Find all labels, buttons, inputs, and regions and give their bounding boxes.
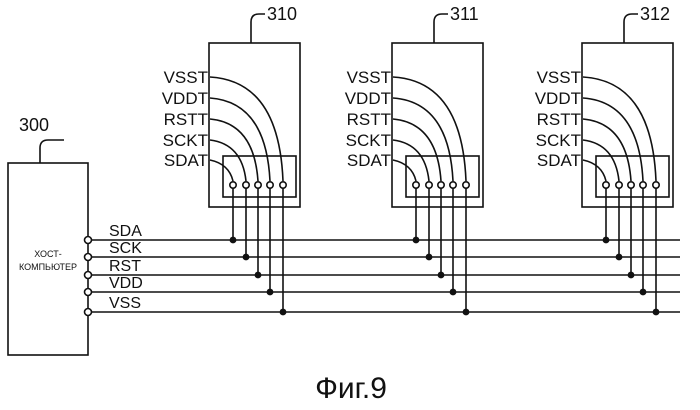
junction-dot [438, 272, 445, 279]
module-311: 311VSST VDDT RSTT SCKTSDAT [345, 4, 483, 315]
pin-label-sckt: SCKT [536, 131, 581, 150]
bus-label: SDA [109, 223, 142, 240]
junction-dot [463, 309, 470, 316]
pin-label-sdat: SDAT [347, 151, 391, 170]
junction-dot [640, 289, 647, 296]
junction-dot [230, 237, 237, 244]
pin-label-rstt: RSTT [347, 110, 391, 129]
bus-label: VDD [109, 275, 143, 292]
host-ref-number: 300 [19, 115, 49, 135]
pin-terminal [243, 182, 249, 188]
bus-terminal [85, 237, 92, 244]
pin-label-vsst: VSST [164, 68, 208, 87]
host-label-line-1: ХОСТ- [34, 249, 61, 259]
connector-block [406, 156, 479, 197]
pin-terminal [463, 182, 469, 188]
pin-label-vsst: VSST [537, 68, 581, 87]
bus-line-rst: RST [85, 258, 681, 279]
bus-line-sck: SCK [85, 240, 681, 261]
junction-dot [603, 237, 610, 244]
pin-terminal [426, 182, 432, 188]
pin-label-vddt: VDDT [162, 89, 208, 108]
pin-label-sdat: SDAT [164, 151, 208, 170]
pin-terminal [616, 182, 622, 188]
connector-block [223, 156, 296, 197]
junction-dot [243, 254, 250, 261]
bus-line-vss: VSS [85, 295, 681, 316]
connector-block [596, 156, 669, 197]
pin-terminal [628, 182, 634, 188]
pin-terminal [255, 182, 261, 188]
bus: SDASCKRSTVDD VSS [85, 223, 681, 316]
bus-terminal [85, 289, 92, 296]
junction-dot [616, 254, 623, 261]
junction-dot [628, 272, 635, 279]
module-ref-number: 312 [640, 4, 670, 24]
pin-label-sckt: SCKT [346, 131, 391, 150]
bus-line-sda: SDA [85, 223, 681, 244]
module-ref-number: 311 [450, 4, 479, 24]
pin-label-rstt: RSTT [164, 110, 208, 129]
pin-label-vddt: VDDT [345, 89, 391, 108]
pin-terminal [413, 182, 419, 188]
pin-terminal [603, 182, 609, 188]
pin-label-vsst: VSST [347, 68, 391, 87]
module-leader [624, 14, 638, 43]
junction-dot [413, 237, 420, 244]
junction-dot [450, 289, 457, 296]
junction-dot [653, 309, 660, 316]
junction-dot [280, 309, 287, 316]
bus-label: RST [109, 258, 141, 275]
bus-line-vdd: VDD [85, 275, 681, 296]
module-312: 312VSST VDDT RSTT SCKTSDAT [535, 4, 673, 315]
pin-label-vddt: VDDT [535, 89, 581, 108]
pin-label-sdat: SDAT [537, 151, 581, 170]
host-label-line-2: КОМПЬЮТЕР [19, 262, 77, 272]
pin-label-sckt: SCKT [163, 131, 208, 150]
pin-terminal [230, 182, 236, 188]
host-box [8, 163, 88, 355]
junction-dot [255, 272, 262, 279]
module-ref-number: 310 [267, 4, 297, 24]
pin-terminal [438, 182, 444, 188]
pin-terminal [280, 182, 286, 188]
junction-dot [426, 254, 433, 261]
host-leader [40, 140, 64, 163]
modules: 310VSSTVDDTRSTTSCKTSDAT311VSSTVDDTRSTTSC… [162, 4, 673, 315]
module-leader [434, 14, 448, 43]
figure-caption: Фиг.9 [315, 372, 387, 405]
junction-dot [267, 289, 274, 296]
pin-terminal [640, 182, 646, 188]
bus-terminal [85, 309, 92, 316]
bus-label: SCK [109, 240, 142, 257]
pin-terminal [267, 182, 273, 188]
pin-label-rstt: RSTT [537, 110, 581, 129]
pin-terminal [450, 182, 456, 188]
module-310: 310VSST VDDT RSTT SCKTSDAT [162, 4, 300, 315]
module-leader [251, 14, 265, 43]
bus-terminal [85, 254, 92, 261]
pin-terminal [653, 182, 659, 188]
bus-label: VSS [109, 295, 141, 312]
host-computer: 300 ХОСТ- КОМПЬЮТЕР [8, 115, 88, 355]
bus-terminal [85, 272, 92, 279]
